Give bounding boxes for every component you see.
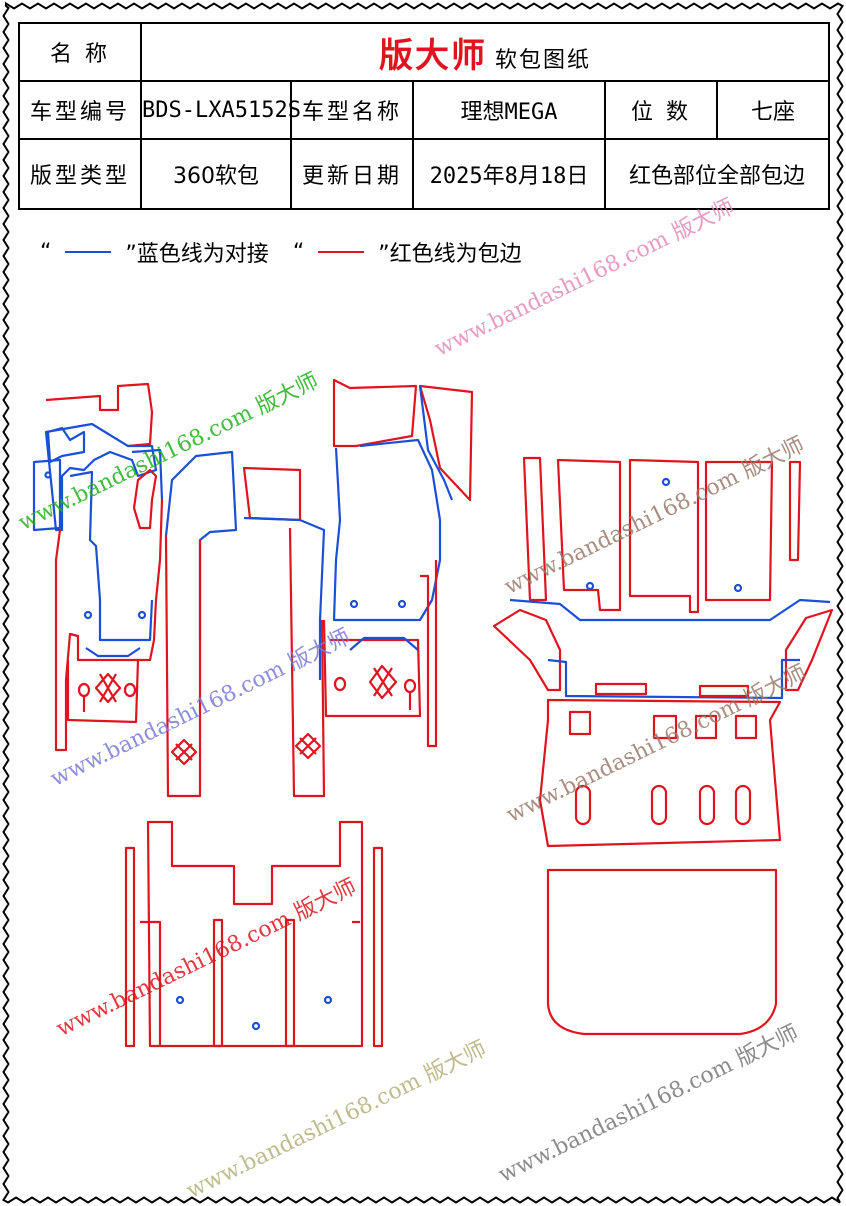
seats-label: 位 数 <box>604 80 718 140</box>
brand-title: 版大师 <box>379 35 487 76</box>
name-label: 名 称 <box>18 22 142 82</box>
edging-note: 红色部位全部包边 <box>603 138 831 210</box>
pattern-type-label: 版型类型 <box>18 138 142 210</box>
title-cell: 版大师软包图纸 <box>139 22 831 82</box>
model-code: BDS-LXA5152S <box>140 80 301 140</box>
doc-type: 软包图纸 <box>495 47 592 73</box>
model-code-label: 车型编号 <box>18 80 142 140</box>
update-date: 2025年8月18日 <box>412 138 606 210</box>
rear-row-mat <box>492 456 834 700</box>
trunk-mat <box>546 868 778 1036</box>
legend-red-open: “ <box>292 239 305 265</box>
pattern-type: 360软包 <box>140 138 292 210</box>
blue-line-sample <box>65 251 112 253</box>
legend-blue-text: ”蓝色线为对接 <box>125 242 269 267</box>
info-table: 名 称 版大师软包图纸 车型编号 BDS-LXA5152S 车型名称 理想MEG… <box>18 22 831 210</box>
cargo-floor-mat <box>538 698 782 848</box>
update-label: 更新日期 <box>290 138 414 210</box>
second-row-mat <box>124 820 384 1048</box>
legend-blue-open: “ <box>40 239 52 265</box>
model-name: 理想MEGA <box>412 80 606 140</box>
left-strip <box>164 450 238 798</box>
red-line-sample <box>318 251 365 253</box>
front-right-mat <box>322 378 474 748</box>
seats-value: 七座 <box>715 80 831 140</box>
legend-red-text: ”红色线为包边 <box>378 242 522 267</box>
front-left-mat <box>32 382 164 752</box>
model-name-label: 车型名称 <box>290 80 414 140</box>
center-strip <box>242 466 326 798</box>
line-legend: “ ”蓝色线为对接 “ ”红色线为包边 <box>40 236 522 268</box>
